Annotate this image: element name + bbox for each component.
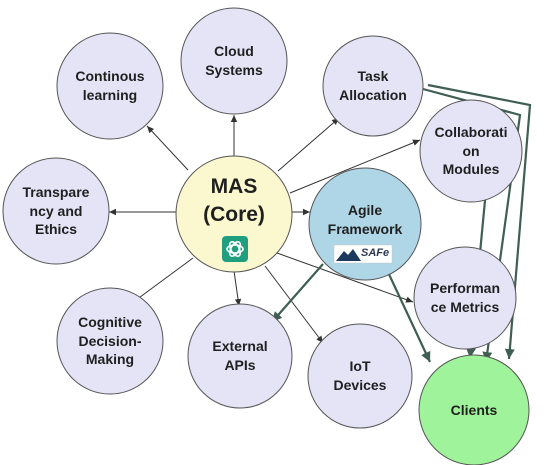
core-connectors (109, 115, 421, 344)
safe-mountain-logo (333, 244, 393, 264)
node-apis-circle (187, 303, 293, 409)
edge-task-clients-outer (427, 83, 532, 360)
edge-core-apis (233, 270, 242, 307)
node-iot-circle (307, 323, 413, 429)
node-cloud-circle (180, 7, 288, 115)
edge-core-performance (276, 252, 414, 303)
edge-core-iot (264, 265, 324, 344)
edge-core-cognitive (131, 257, 194, 304)
node-transparency-circle (2, 157, 110, 265)
edge-agile-clients (386, 269, 431, 363)
edge-agile-apis (271, 263, 324, 323)
node-task-circle (322, 35, 424, 137)
node-learning-circle (56, 32, 164, 140)
edge-core-task (277, 117, 340, 172)
safe-logo-text: SAFe (361, 247, 390, 259)
edge-core-learning (146, 125, 189, 171)
node-core-circle (175, 155, 293, 273)
node-collab-circle (419, 99, 523, 203)
node-performance-circle (413, 246, 517, 350)
edge-core-collab (289, 139, 421, 194)
openai-logo-icon (222, 236, 248, 262)
node-cognitive-circle (56, 287, 164, 395)
node-clients-circle (418, 354, 530, 465)
